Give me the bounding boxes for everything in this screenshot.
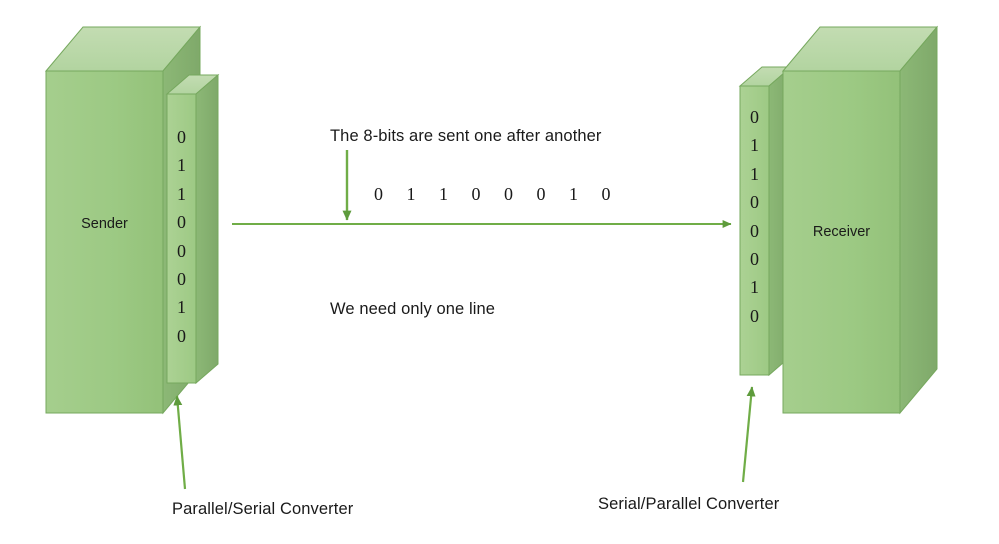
receiver-bit: 1 [750, 163, 759, 184]
receiver-bit: 0 [750, 192, 759, 213]
sender-converter-arrow [173, 395, 187, 490]
sender-bit: 0 [177, 212, 186, 233]
serial-stream-bits: 0 1 1 0 0 0 1 0 [374, 184, 620, 204]
receiver-bit: 0 [750, 220, 759, 241]
receiver-slab-front-face [739, 85, 770, 376]
receiver-bit: 0 [750, 305, 759, 326]
receiver-bit: 0 [750, 249, 759, 270]
sender-block-front-face [45, 70, 164, 414]
one-line-note-label: We need only one line [330, 300, 496, 318]
sender-bit: 0 [177, 240, 186, 261]
sender-slab-front-face [166, 93, 197, 384]
receiver-converter-arrow [741, 386, 756, 483]
sender-converter-slab [165, 73, 220, 385]
receiver-block [781, 25, 939, 415]
sender-bit: 1 [177, 155, 186, 176]
receiver-block-side-face [899, 25, 938, 415]
sender-bit: 0 [177, 269, 186, 290]
receiver-bit: 0 [750, 107, 759, 127]
receiver-label: Receiver [812, 224, 871, 240]
sender-bit: 1 [177, 183, 186, 204]
top-note-label: The 8-bits are sent one after another [330, 127, 602, 145]
sender-bit: 0 [177, 127, 186, 147]
receiver-converter-label: Serial/Parallel Converter [598, 495, 780, 513]
sender-label: Sender [81, 216, 128, 232]
sender-converter-label: Parallel/Serial Converter [172, 500, 354, 518]
sender-slab-side-face [195, 73, 219, 385]
sender-bit-column: 0 1 1 0 0 0 1 0 [167, 123, 196, 350]
receiver-bit-column: 0 1 1 0 0 0 1 0 [740, 103, 769, 330]
receiver-block-front-face [782, 70, 901, 414]
sender-bit: 1 [177, 297, 186, 318]
receiver-bit: 1 [750, 135, 759, 156]
receiver-bit: 1 [750, 277, 759, 298]
sender-bit: 0 [177, 325, 186, 346]
